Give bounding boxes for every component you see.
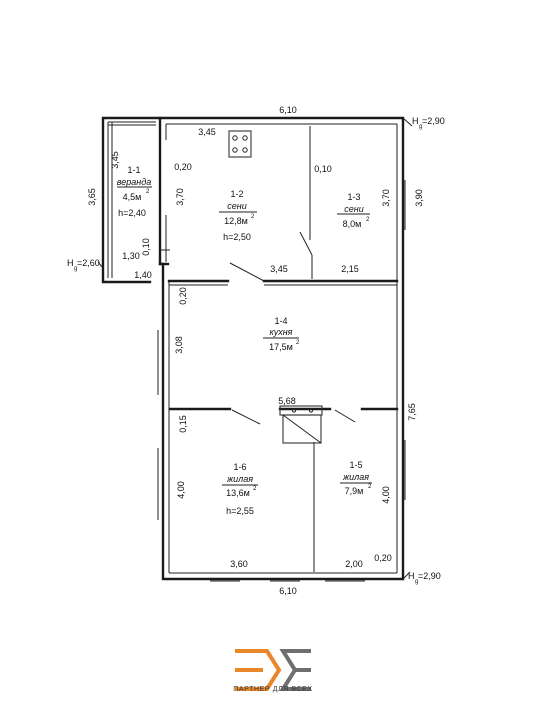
height-mark-left: H g =2,60	[67, 258, 104, 272]
dimension-labels: 6,10 3,45 0,20 0,10 1,30 1,40 3,45 2,15 …	[122, 105, 392, 596]
dim-360: 3,60	[230, 559, 248, 569]
svg-text:=2,90: =2,90	[422, 116, 445, 126]
room-id: 1-2	[230, 189, 243, 199]
area-exponent: 2	[366, 217, 370, 223]
dim-365-veranda: 3,65	[87, 188, 97, 206]
svg-text:g: g	[419, 124, 422, 130]
dim-370-right: 3,70	[381, 189, 391, 207]
dim-140: 1,40	[134, 270, 152, 280]
room-name: жилая	[226, 474, 253, 484]
svg-text:=2,60: =2,60	[77, 258, 100, 268]
room-area: 4,5м	[123, 192, 142, 202]
area-exponent: 2	[253, 486, 257, 492]
veranda	[101, 116, 162, 284]
partner-logo-icon	[235, 649, 311, 691]
dim-010-left: 0,10	[141, 238, 151, 256]
room-name: сени	[227, 201, 246, 211]
room-1-6-label: 1-6 жилая 13,6м 2 h=2,55	[222, 462, 258, 516]
dim-400-right: 4,00	[381, 486, 391, 504]
room-area: 17,5м	[269, 342, 293, 352]
dim-top-width: 6,10	[279, 105, 297, 115]
room-name: веранда	[117, 177, 151, 187]
svg-text:H: H	[412, 116, 419, 126]
dim-130: 1,30	[122, 251, 140, 261]
svg-text:g: g	[74, 266, 77, 272]
dim-215: 2,15	[341, 264, 359, 274]
room-area: 12,8м	[224, 216, 248, 226]
room-1-2-label: 1-2 сени 12,8м 2 h=2,50	[219, 189, 257, 242]
dim-308: 3,08	[174, 336, 184, 354]
area-exponent: 2	[251, 214, 255, 220]
dim-390-right: 3,90	[414, 189, 424, 207]
room-id: 1-5	[349, 460, 362, 470]
room-1-5-label: 1-5 жилая 7,9м 2	[340, 460, 372, 496]
dim-020-b: 0,20	[178, 287, 188, 305]
area-exponent: 2	[368, 484, 372, 490]
svg-text:=2,90: =2,90	[418, 571, 441, 581]
logo-tagline: ПАРТНЕР ДЛЯ ВСЕХ	[233, 686, 313, 693]
room-height: h=2,55	[226, 506, 254, 516]
svg-text:g: g	[415, 579, 418, 585]
room-id: 1-3	[347, 192, 360, 202]
room-1-1-label: 1-1 веранда 4,5м 2 h=2,40	[117, 165, 152, 218]
oven-icon	[279, 405, 323, 444]
room-1-3-label: 1-3 сени 8,0м 2	[337, 192, 370, 229]
dim-020-c: 0,20	[374, 553, 392, 563]
area-exponent: 2	[146, 189, 150, 195]
dim-345-veranda: 3,45	[110, 151, 120, 169]
svg-text:H: H	[67, 258, 74, 268]
room-name: сени	[344, 204, 363, 214]
room-1-4-label: 1-4 кухня 17,5м 2	[263, 316, 300, 352]
room-name: кухня	[269, 327, 292, 337]
height-mark-top-right: H g =2,90	[402, 116, 445, 130]
dim-345-top: 3,45	[198, 127, 216, 137]
area-exponent: 2	[296, 340, 300, 346]
room-id: 1-1	[127, 165, 140, 175]
room-area: 7,9м	[345, 486, 364, 496]
dim-200: 2,00	[345, 559, 363, 569]
dim-400-left: 4,00	[176, 481, 186, 499]
dim-370-left: 3,70	[175, 188, 185, 206]
dim-bottom-width: 6,10	[279, 586, 297, 596]
room-height: h=2,50	[223, 232, 251, 242]
dimension-labels-vertical: 3,70 3,70 3,90 3,65 3,45 0,10 0,20 3,08 …	[87, 151, 424, 504]
stove-icon	[228, 130, 252, 158]
room-area: 13,6м	[226, 488, 250, 498]
dim-568: 5,68	[278, 396, 296, 406]
dim-345-mid: 3,45	[270, 264, 288, 274]
dim-765: 7,65	[407, 403, 417, 421]
height-mark-bottom-right: H g =2,90	[402, 571, 441, 585]
partitions	[158, 124, 399, 572]
dim-015: 0,15	[178, 415, 188, 433]
room-id: 1-4	[274, 316, 287, 326]
dim-020-a: 0,20	[174, 162, 192, 172]
dim-010-1-3: 0,10	[314, 164, 332, 174]
svg-text:H: H	[408, 571, 415, 581]
room-area: 8,0м	[343, 219, 362, 229]
room-id: 1-6	[233, 462, 246, 472]
room-height: h=2,40	[118, 208, 146, 218]
room-name: жилая	[342, 472, 369, 482]
